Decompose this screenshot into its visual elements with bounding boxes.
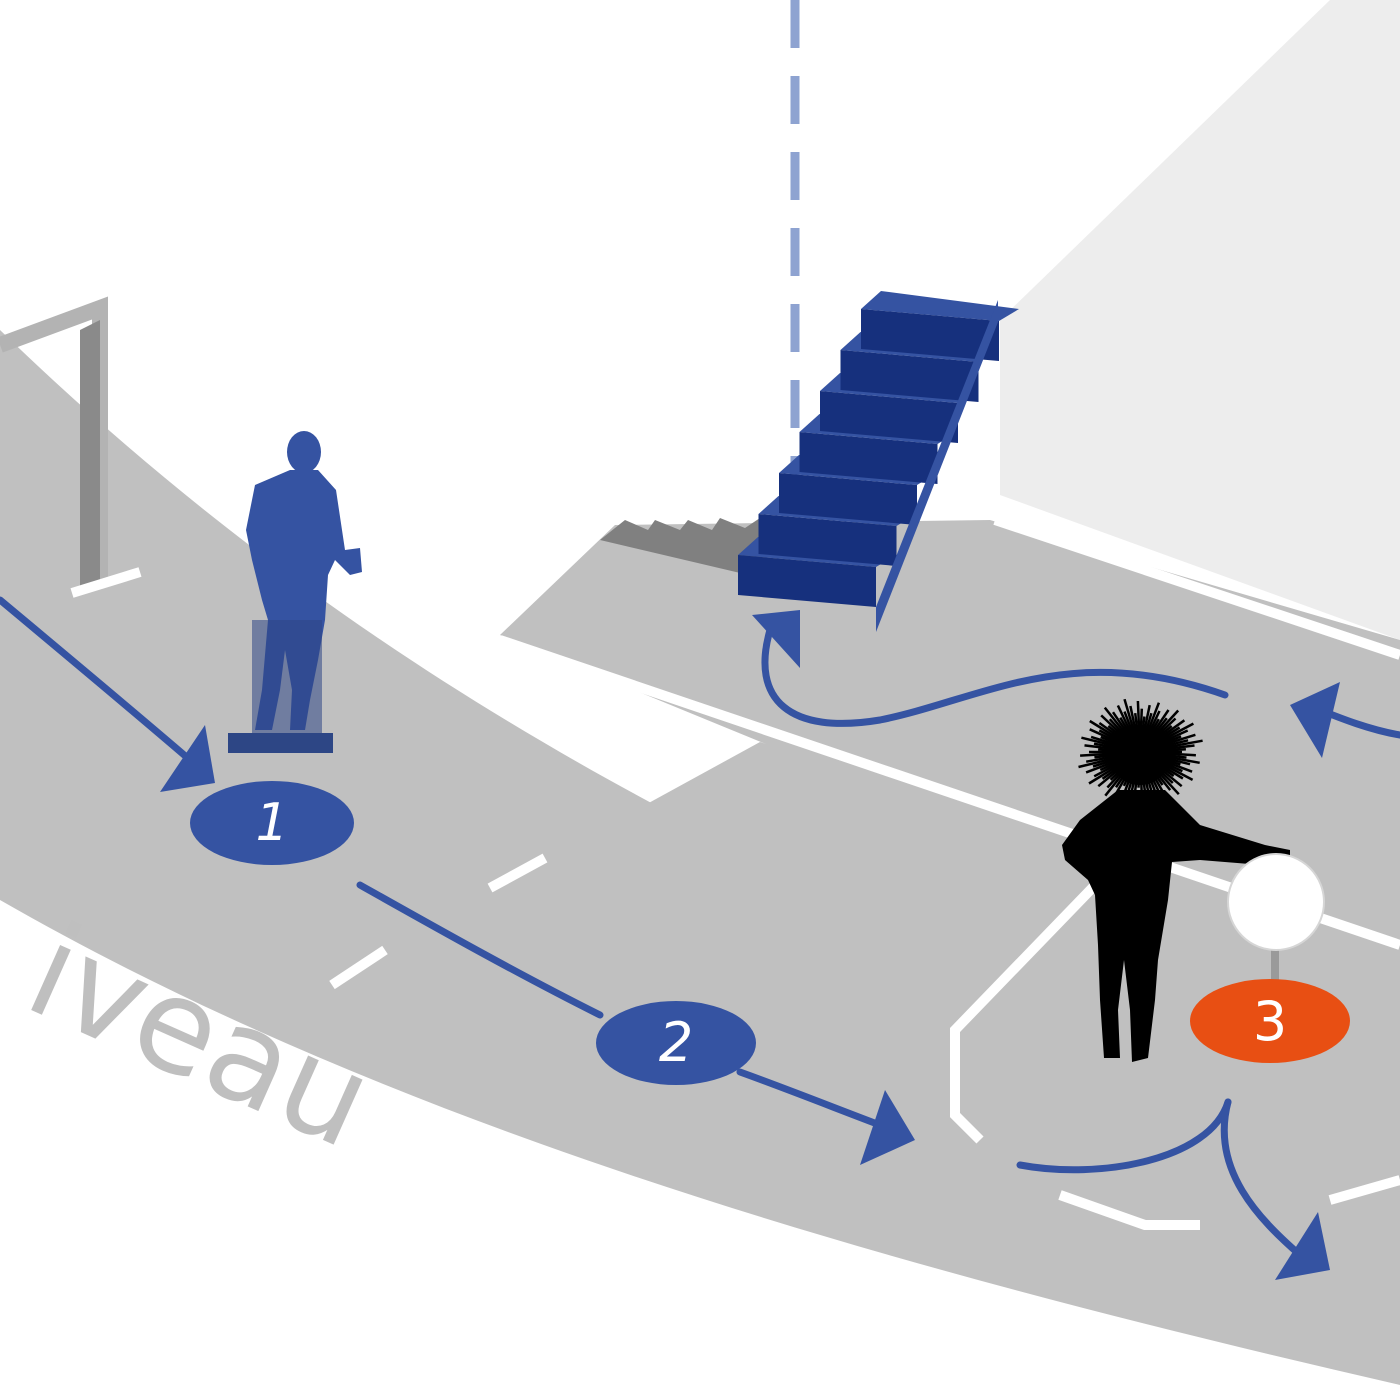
arrowhead-junction-right: [1275, 1212, 1330, 1280]
stair-tread: [861, 291, 1019, 321]
stair-riser: [779, 473, 917, 525]
stair-riser: [820, 391, 958, 443]
arrowhead-stairs: [752, 610, 800, 668]
arrowhead-junction: [860, 1090, 915, 1165]
route-arrow-junction-left: [1016, 1098, 1232, 1174]
route-arrow-1-to-2: [356, 881, 604, 1019]
stair-riser: [758, 514, 897, 566]
route-arrow-2-to-junction: [736, 1068, 884, 1129]
stop-marker-3: 3: [1190, 979, 1350, 1063]
route-arrow-junction-right: [1220, 1098, 1304, 1259]
stop-number-2: 2: [659, 1011, 693, 1074]
staircase-icon: [738, 291, 1019, 632]
stop-marker-2: 2: [596, 1001, 756, 1085]
stair-riser: [799, 432, 938, 484]
arrowhead-entry: [160, 725, 215, 792]
route-arrow-entry: [0, 596, 194, 764]
back-wall: [1000, 0, 1400, 640]
stop-number-3: 3: [1253, 990, 1287, 1053]
arrowhead-from-right: [1290, 682, 1340, 758]
route-arrows: [0, 596, 1400, 1259]
stair-side: [876, 300, 998, 632]
stair-shadow: [600, 518, 770, 580]
stair-riser: [840, 350, 979, 402]
door-frame: [0, 296, 108, 588]
stair-riser: [738, 555, 876, 607]
electrified-child-silhouette-icon: [1062, 698, 1290, 1062]
route-arrow-to-stairs: [761, 626, 1229, 727]
stair-riser: [861, 309, 999, 361]
stop-marker-1: 1: [190, 781, 354, 865]
statue-silhouette-icon: [228, 431, 362, 753]
route-arrowheads: [160, 610, 1340, 1280]
stop-number-1: 1: [255, 793, 288, 853]
alcove-floor: [490, 742, 1400, 1200]
